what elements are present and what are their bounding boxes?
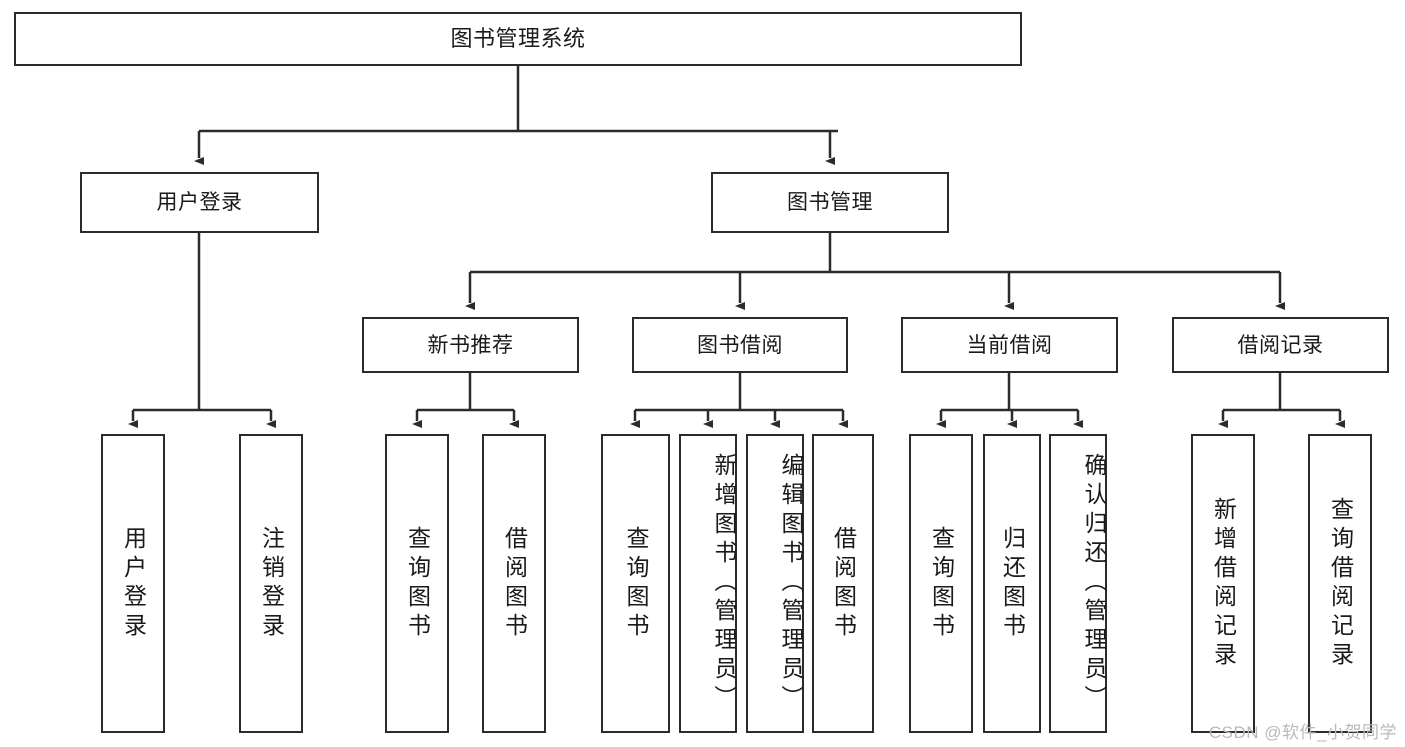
node-leaf-add-borrow-record-label: 新增借阅记录 — [1210, 496, 1237, 671]
node-leaf-confirm-return-admin-label: 确认归还（管理员） — [1081, 453, 1107, 714]
node-leaf-user-login[interactable]: 用户登录 — [101, 434, 165, 733]
node-new-book-recommend[interactable]: 新书推荐 — [362, 317, 579, 373]
node-new-book-recommend-label: 新书推荐 — [427, 333, 514, 357]
node-leaf-query-borrow-record[interactable]: 查询借阅记录 — [1308, 434, 1372, 733]
node-book-borrow[interactable]: 图书借阅 — [632, 317, 848, 373]
node-leaf-add-borrow-record[interactable]: 新增借阅记录 — [1191, 434, 1255, 733]
node-leaf-add-book-admin-label: 新增图书（管理员） — [711, 453, 737, 714]
node-leaf-user-login-label: 用户登录 — [120, 525, 147, 642]
node-leaf-borrow-book-recommend-label: 借阅图书 — [501, 525, 528, 642]
node-book-manage-label: 图书管理 — [787, 191, 873, 214]
node-leaf-add-book-admin[interactable]: 新增图书（管理员） — [679, 434, 737, 733]
node-leaf-query-book-current[interactable]: 查询图书 — [909, 434, 973, 733]
node-leaf-borrow-book-borrow-label: 借阅图书 — [830, 525, 857, 642]
node-leaf-query-book-current-label: 查询图书 — [928, 525, 955, 642]
node-borrow-record-label: 借阅记录 — [1237, 333, 1324, 357]
node-leaf-query-book-recommend[interactable]: 查询图书 — [385, 434, 449, 733]
node-current-borrow-label: 当前借阅 — [966, 333, 1053, 357]
node-leaf-logout-login-label: 注销登录 — [258, 525, 285, 642]
node-leaf-borrow-book-recommend[interactable]: 借阅图书 — [482, 434, 546, 733]
node-book-manage[interactable]: 图书管理 — [711, 172, 949, 233]
node-borrow-record[interactable]: 借阅记录 — [1172, 317, 1389, 373]
node-leaf-confirm-return-admin[interactable]: 确认归还（管理员） — [1049, 434, 1107, 733]
node-current-borrow[interactable]: 当前借阅 — [901, 317, 1118, 373]
node-leaf-query-book-recommend-label: 查询图书 — [404, 525, 431, 642]
node-leaf-query-borrow-record-label: 查询借阅记录 — [1327, 496, 1354, 671]
node-leaf-edit-book-admin[interactable]: 编辑图书（管理员） — [746, 434, 804, 733]
node-leaf-query-book-borrow[interactable]: 查询图书 — [601, 434, 670, 733]
node-user-login-label: 用户登录 — [156, 191, 243, 214]
node-user-login[interactable]: 用户登录 — [80, 172, 319, 233]
csdn-watermark: CSDN @软件_小贺同学 — [1208, 723, 1397, 742]
node-leaf-logout-login[interactable]: 注销登录 — [239, 434, 303, 733]
node-root[interactable]: 图书管理系统 — [14, 12, 1022, 66]
node-leaf-query-book-borrow-label: 查询图书 — [623, 525, 649, 642]
node-leaf-return-book-label: 归还图书 — [999, 525, 1026, 642]
node-leaf-borrow-book-borrow[interactable]: 借阅图书 — [812, 434, 874, 733]
node-book-borrow-label: 图书借阅 — [697, 333, 783, 357]
node-leaf-return-book[interactable]: 归还图书 — [983, 434, 1041, 733]
node-root-label: 图书管理系统 — [450, 26, 586, 51]
node-leaf-edit-book-admin-label: 编辑图书（管理员） — [778, 453, 804, 714]
